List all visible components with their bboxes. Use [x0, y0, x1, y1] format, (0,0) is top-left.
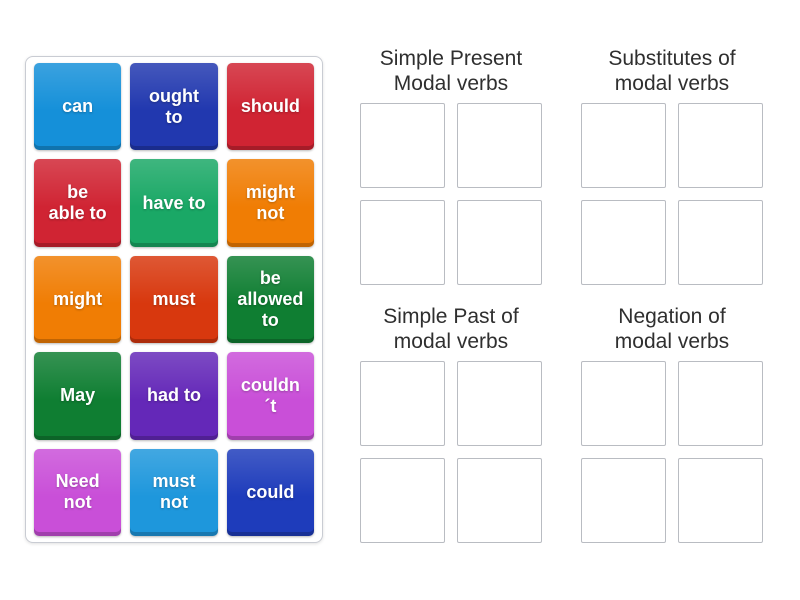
drop-slot[interactable] — [678, 361, 763, 446]
group-title: Simple Past of modal verbs — [383, 305, 519, 353]
slot-grid — [581, 361, 763, 543]
word-tile[interactable]: Need not — [34, 448, 122, 536]
drop-slot[interactable] — [360, 103, 445, 188]
word-tile[interactable]: couldn ´t — [226, 352, 314, 440]
drop-slot[interactable] — [581, 103, 666, 188]
word-tile[interactable]: be allowed to — [226, 255, 314, 344]
word-bank: can ought to should be able to have to m… — [25, 56, 323, 543]
drop-slot[interactable] — [457, 200, 542, 285]
word-tile[interactable]: ought to — [130, 63, 218, 151]
drop-slot[interactable] — [678, 103, 763, 188]
slot-grid — [581, 103, 763, 285]
drop-slot[interactable] — [360, 200, 445, 285]
word-tile[interactable]: May — [34, 352, 122, 440]
drop-slot[interactable] — [457, 458, 542, 543]
category-group-simple-present: Simple Present Modal verbs — [360, 46, 542, 285]
word-tile[interactable]: might not — [226, 159, 314, 247]
slot-grid — [360, 103, 542, 285]
drop-slot[interactable] — [581, 361, 666, 446]
word-tile[interactable]: be able to — [34, 159, 122, 247]
drop-slot[interactable] — [678, 458, 763, 543]
drop-slot[interactable] — [360, 458, 445, 543]
drop-slot[interactable] — [581, 200, 666, 285]
word-tile[interactable]: have to — [130, 159, 218, 247]
category-group-substitutes: Substitutes of modal verbs — [581, 46, 763, 285]
word-tile[interactable]: could — [226, 448, 314, 536]
word-tile[interactable]: must — [130, 255, 218, 344]
drop-slot[interactable] — [457, 361, 542, 446]
group-title: Simple Present Modal verbs — [379, 47, 523, 95]
drop-slot[interactable] — [581, 458, 666, 543]
word-tile[interactable]: should — [226, 63, 314, 151]
category-group-negation: Negation of modal verbs — [581, 304, 763, 543]
category-group-simple-past: Simple Past of modal verbs — [360, 304, 542, 543]
drop-slot[interactable] — [360, 361, 445, 446]
slot-grid — [360, 361, 542, 543]
group-title: Negation of modal verbs — [614, 305, 730, 353]
drop-slot[interactable] — [457, 103, 542, 188]
word-tile[interactable]: might — [34, 255, 122, 344]
word-tile[interactable]: must not — [130, 448, 218, 536]
group-title: Substitutes of modal verbs — [608, 47, 736, 95]
drop-slot[interactable] — [678, 200, 763, 285]
word-tile[interactable]: can — [34, 63, 122, 151]
word-tile[interactable]: had to — [130, 352, 218, 440]
